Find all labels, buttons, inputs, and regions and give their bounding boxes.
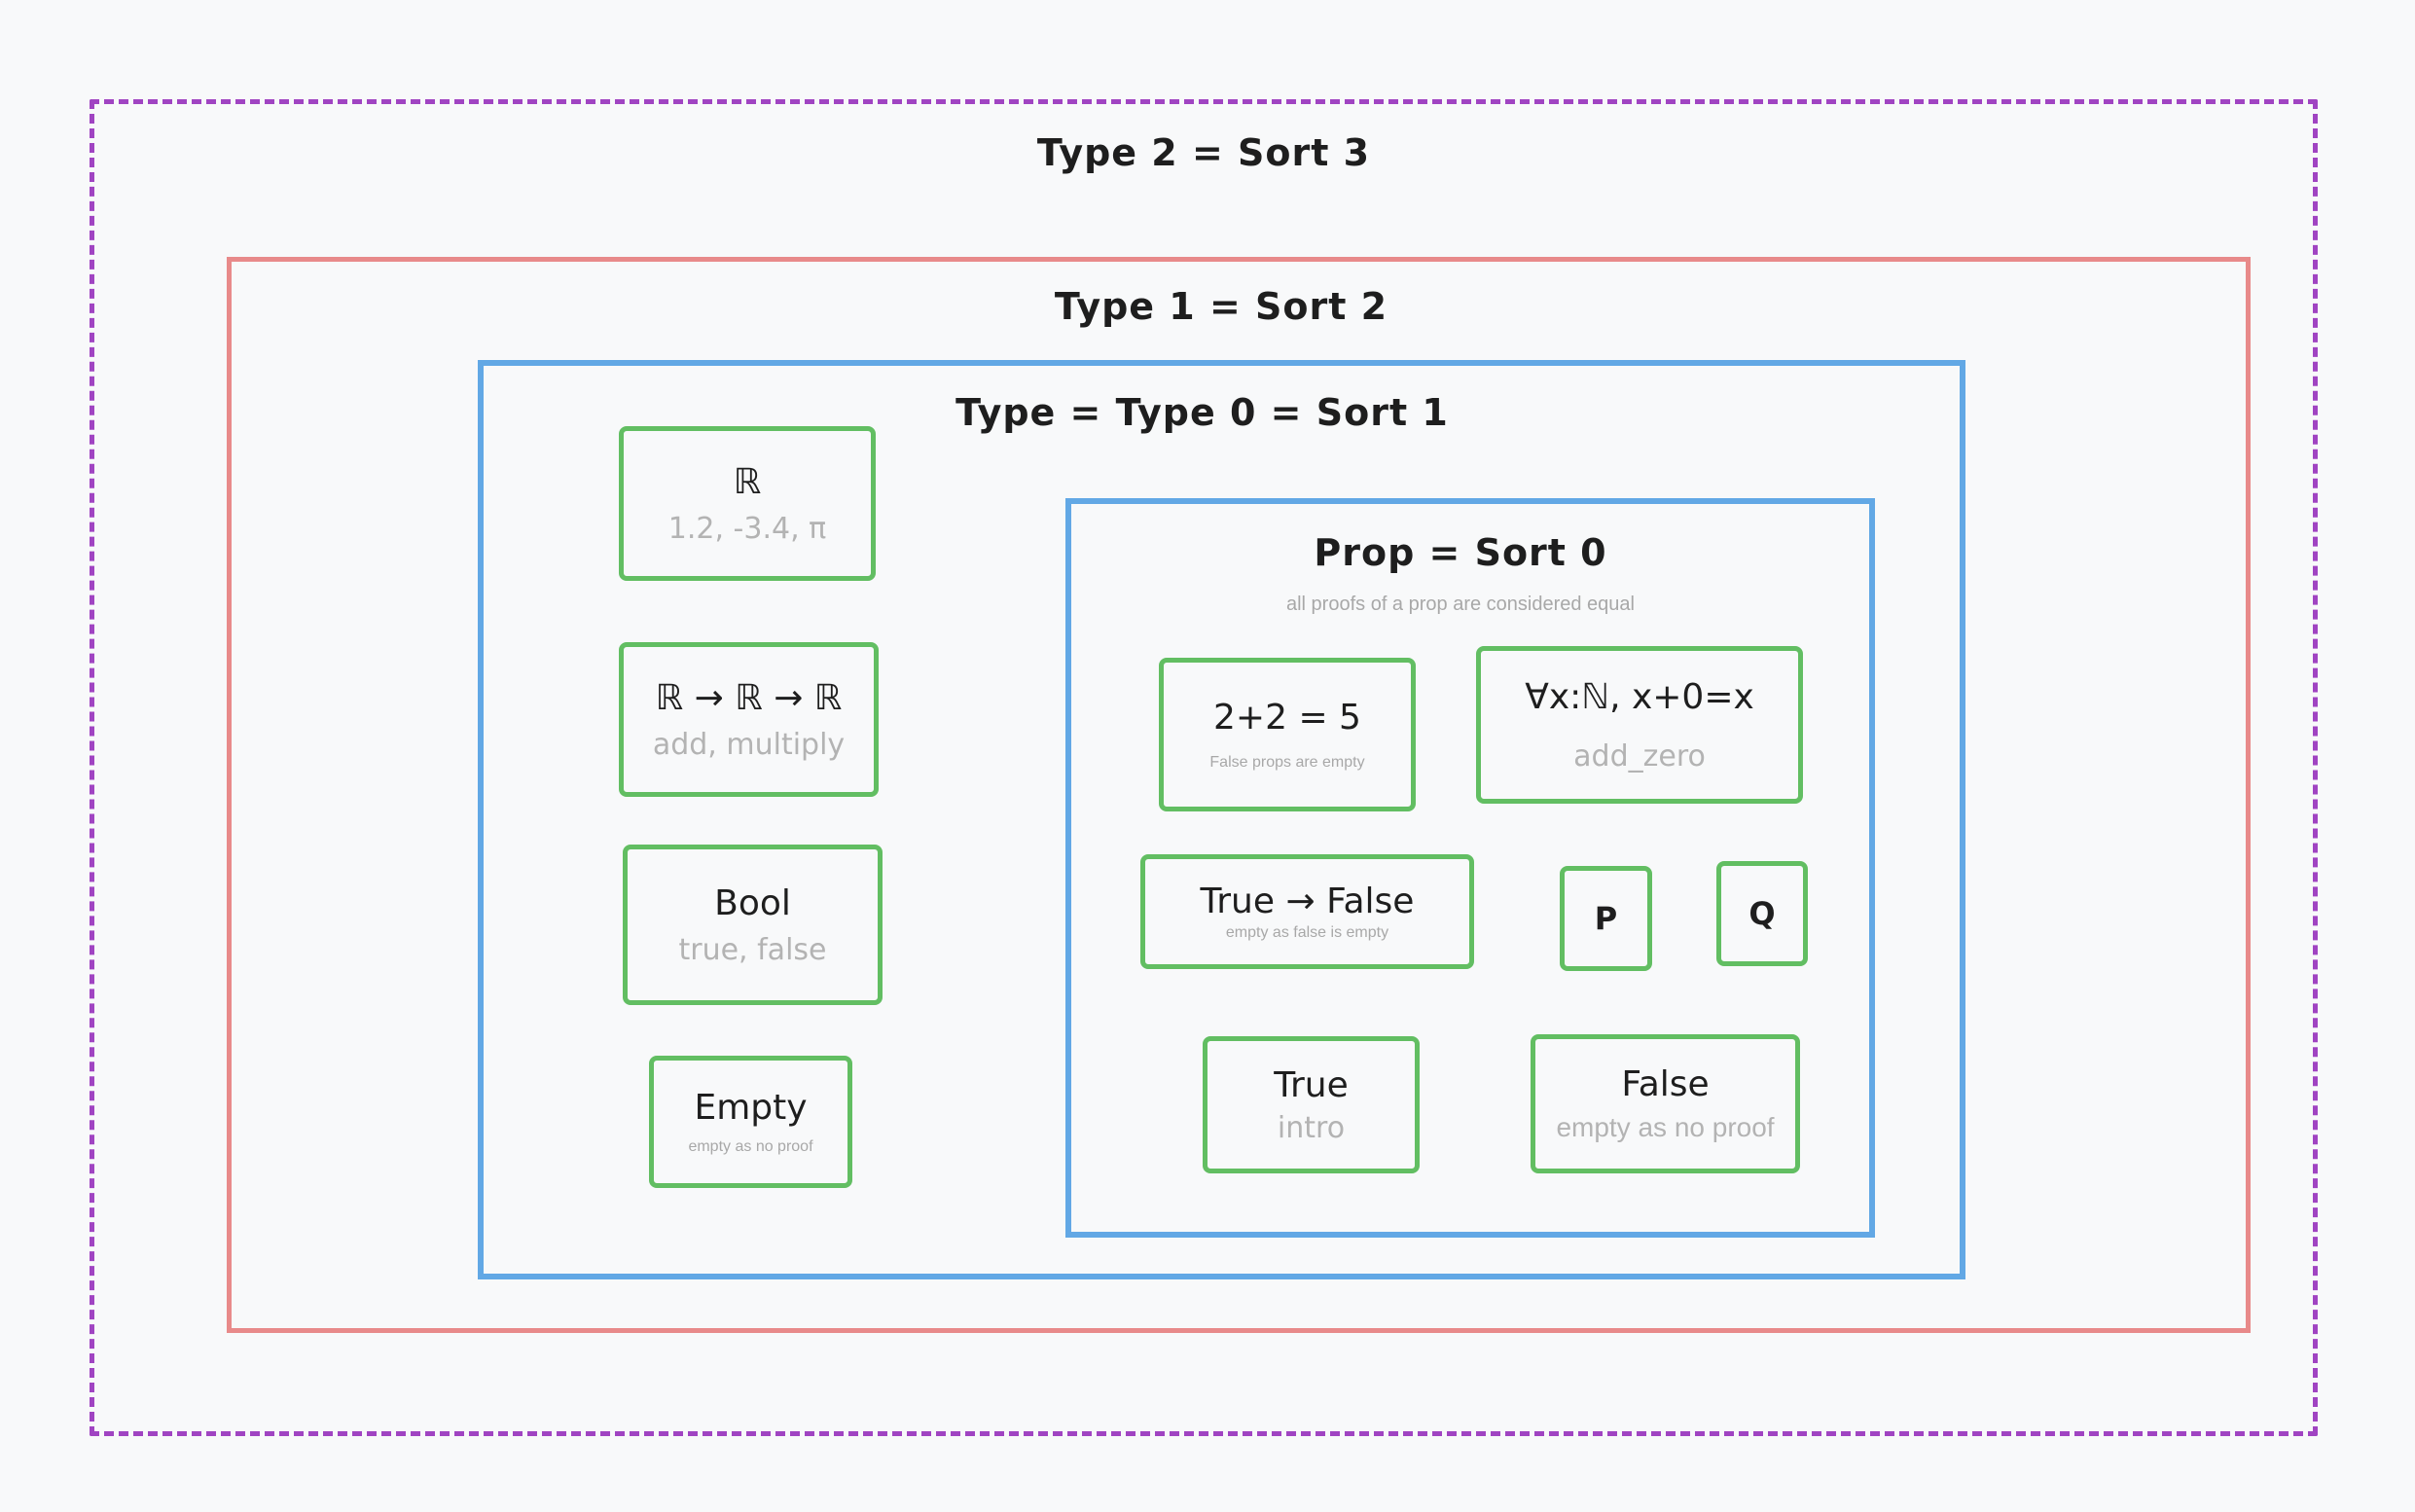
prop-add-zero-name: ∀x:ℕ, x+0=x — [1525, 676, 1754, 717]
prop-false-equation-name: 2+2 = 5 — [1213, 698, 1361, 738]
type-bool-examples: true, false — [678, 932, 827, 967]
type-real-examples: 1.2, -3.4, π — [667, 511, 827, 546]
type-empty-name: Empty — [694, 1088, 808, 1129]
type2-title: Type 2 = Sort 3 — [1036, 131, 1371, 174]
prop-false-equation-box: 2+2 = 5 False props are empty — [1159, 658, 1416, 811]
prop-p-box: P — [1560, 866, 1652, 971]
prop-universe-box: Prop = Sort 0 all proofs of a prop are c… — [1065, 498, 1875, 1238]
type-bool-box: Bool true, false — [623, 845, 883, 1005]
type-function-box: ℝ → ℝ → ℝ add, multiply — [619, 642, 879, 797]
type-empty-box: Empty empty as no proof — [649, 1056, 852, 1188]
type1-universe-box: Type 1 = Sort 2 — [227, 257, 2251, 1333]
type-bool-name: Bool — [714, 883, 791, 924]
prop-false-name: False — [1621, 1064, 1710, 1105]
prop-q-name: Q — [1748, 894, 1776, 932]
prop-true-implies-false-name: True → False — [1200, 882, 1415, 922]
type-empty-examples: empty as no proof — [688, 1137, 813, 1155]
prop-true-examples: intro — [1277, 1110, 1346, 1145]
prop-title: Prop = Sort 0 — [1314, 531, 1607, 574]
prop-true-name: True — [1274, 1065, 1349, 1106]
type-function-examples: add, multiply — [652, 727, 846, 762]
type-function-name: ℝ → ℝ → ℝ — [655, 678, 843, 719]
prop-false-equation-examples: False props are empty — [1209, 753, 1365, 771]
prop-true-implies-false-box: True → False empty as false is empty — [1140, 854, 1474, 969]
type0-universe-box: Type = Type 0 = Sort 1 — [478, 360, 1965, 1279]
type1-title: Type 1 = Sort 2 — [1054, 285, 1388, 328]
type2-universe-box: Type 2 = Sort 3 — [90, 99, 2318, 1436]
prop-false-box: False empty as no proof — [1531, 1034, 1800, 1173]
type-real-name: ℝ — [733, 462, 762, 503]
prop-true-box: True intro — [1203, 1036, 1420, 1173]
prop-note: all proofs of a prop are considered equa… — [1285, 594, 1635, 615]
prop-add-zero-examples: add_zero — [1573, 739, 1706, 774]
prop-q-box: Q — [1716, 861, 1808, 966]
type0-title: Type = Type 0 = Sort 1 — [955, 391, 1449, 434]
prop-true-implies-false-examples: empty as false is empty — [1225, 923, 1389, 941]
prop-p-name: P — [1594, 899, 1618, 937]
type-real-box: ℝ 1.2, -3.4, π — [619, 426, 876, 581]
prop-false-examples: empty as no proof — [1556, 1111, 1775, 1142]
prop-add-zero-box: ∀x:ℕ, x+0=x add_zero — [1476, 646, 1803, 804]
